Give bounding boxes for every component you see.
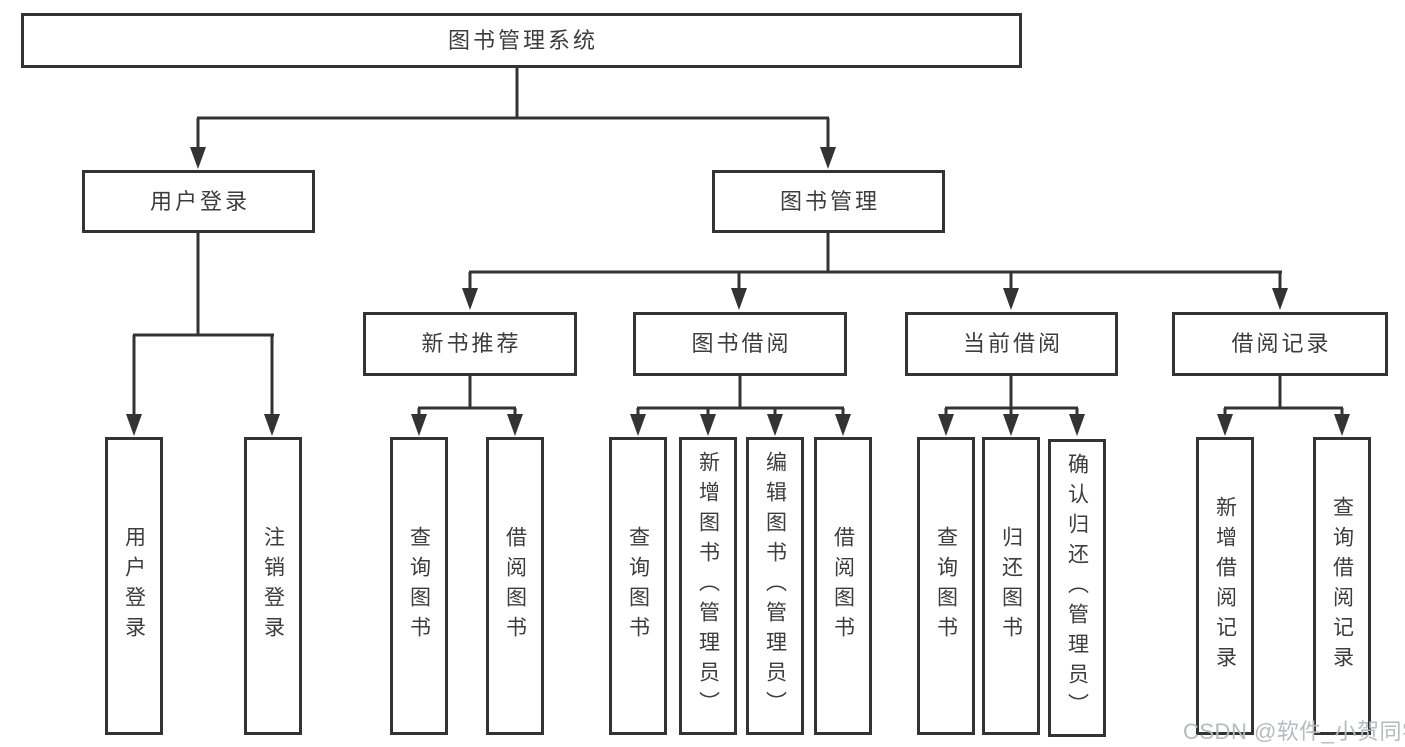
node-library-system: 图书管理系统 [21, 13, 1022, 68]
leaf-borrowing-query-book-label: 查询图书 [626, 526, 650, 646]
leaf-records-query-record: 查询借阅记录 [1313, 437, 1371, 735]
node-borrow-records: 借阅记录 [1172, 312, 1388, 376]
leaf-borrowing-add-book-admin: 新增图书（管理员） [679, 437, 737, 735]
leaf-logout-login-label: 注销登录 [261, 526, 285, 646]
node-user-login: 用户登录 [82, 170, 315, 233]
leaf-recommend-query-book: 查询图书 [390, 437, 448, 735]
node-current-borrowing-label: 当前借阅 [962, 331, 1063, 356]
leaf-borrowing-borrow-book-label: 借阅图书 [831, 526, 855, 646]
leaf-current-return-book: 归还图书 [982, 437, 1040, 735]
leaf-borrowing-borrow-book: 借阅图书 [814, 437, 872, 735]
leaf-records-query-record-label: 查询借阅记录 [1330, 496, 1354, 676]
node-book-management: 图书管理 [712, 170, 945, 233]
leaf-records-add-record-label: 新增借阅记录 [1213, 496, 1237, 676]
node-book-borrowing-label: 图书借阅 [691, 331, 792, 356]
node-new-book-recommend-label: 新书推荐 [421, 331, 522, 356]
node-book-borrowing: 图书借阅 [633, 312, 847, 376]
node-new-book-recommend: 新书推荐 [363, 312, 577, 376]
leaf-records-add-record: 新增借阅记录 [1196, 437, 1254, 735]
leaf-current-confirm-return-admin-label: 确认归还（管理员） [1065, 453, 1089, 723]
node-book-management-label: 图书管理 [779, 188, 880, 214]
node-library-system-label: 图书管理系统 [447, 27, 598, 53]
leaf-current-confirm-return-admin: 确认归还（管理员） [1048, 439, 1106, 737]
leaf-user-login-label: 用户登录 [122, 526, 146, 646]
leaf-recommend-borrow-book: 借阅图书 [486, 437, 544, 735]
leaf-current-query-book-label: 查询图书 [934, 526, 958, 646]
leaf-current-return-book-label: 归还图书 [999, 526, 1023, 646]
node-borrow-records-label: 借阅记录 [1231, 331, 1332, 356]
leaf-logout-login: 注销登录 [244, 437, 302, 735]
csdn-watermark: CSDN @软件_小贺同学 [1183, 719, 1405, 744]
leaf-borrowing-add-book-admin-label: 新增图书（管理员） [696, 451, 720, 721]
leaf-current-query-book: 查询图书 [917, 437, 975, 735]
leaf-recommend-borrow-book-label: 借阅图书 [503, 526, 527, 646]
leaf-recommend-query-book-label: 查询图书 [407, 526, 431, 646]
leaf-user-login: 用户登录 [105, 437, 163, 735]
node-user-login-label: 用户登录 [149, 188, 250, 214]
leaf-borrowing-edit-book-admin: 编辑图书（管理员） [746, 437, 804, 735]
arrowheads [126, 147, 1350, 436]
leaf-borrowing-edit-book-admin-label: 编辑图书（管理员） [763, 451, 787, 721]
leaf-borrowing-query-book: 查询图书 [609, 437, 667, 735]
node-current-borrowing: 当前借阅 [905, 312, 1118, 376]
